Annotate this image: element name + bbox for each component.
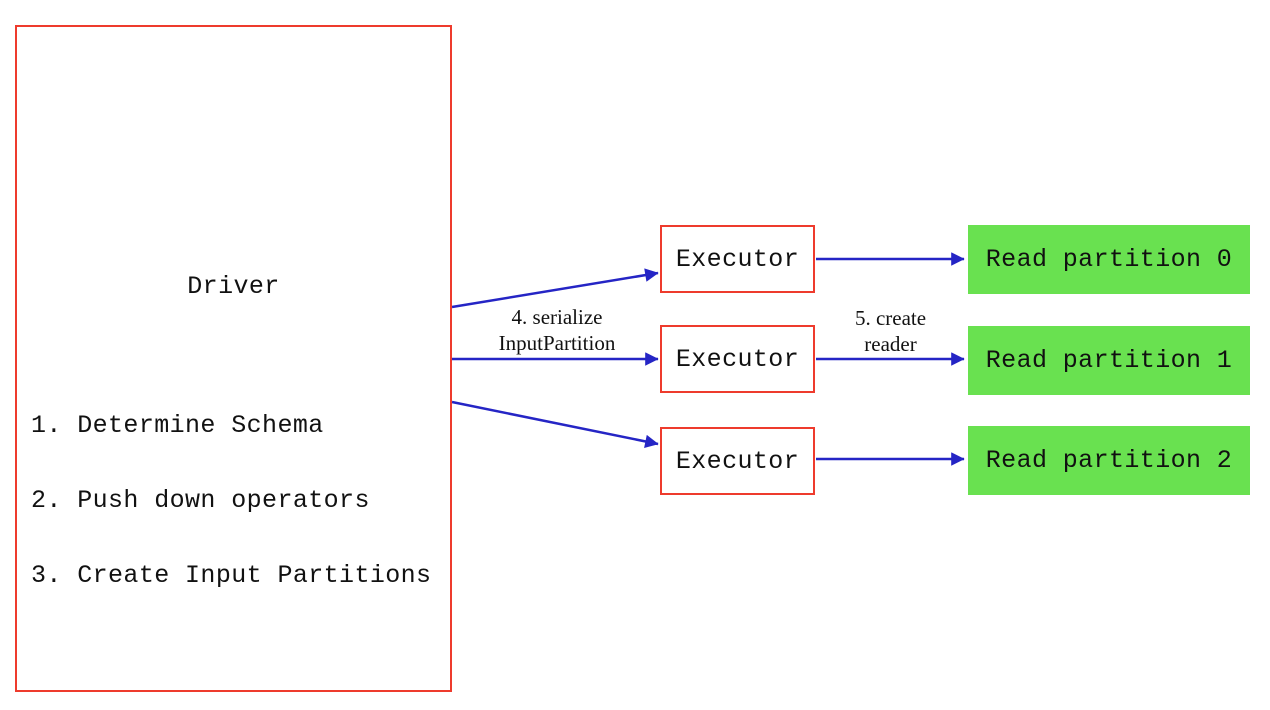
driver-title: Driver [187,272,280,301]
edge-label-serialize-input-partition: 4. serialize InputPartition [450,304,664,356]
partition-label: Read partition 1 [985,346,1233,375]
partition-label: Read partition 0 [985,245,1233,274]
partition-box-1: Read partition 1 [968,326,1250,395]
driver-step-1: 1. Determine Schema [31,411,324,440]
partition-label: Read partition 2 [985,446,1233,475]
driver-step-3: 3. Create Input Partitions [31,561,432,590]
driver-steps: 1. Determine Schema 2. Push down operato… [31,363,431,638]
executor-label: Executor [675,244,800,274]
arrow-driver-to-executor-0 [451,268,659,309]
partition-box-2: Read partition 2 [968,426,1250,495]
arrow-driver-to-executor-2 [451,400,659,449]
executor-label: Executor [675,344,800,374]
partition-box-0: Read partition 0 [968,225,1250,294]
edge-label-line: 5. create [854,306,927,330]
executor-box-1: Executor [660,325,815,393]
executor-label: Executor [675,446,800,476]
edge-label-create-reader: 5. create reader [823,305,958,357]
driver-box: Driver 1. Determine Schema 2. Push down … [15,25,452,692]
edge-label-line: 4. serialize [511,305,603,329]
edge-label-line: InputPartition [498,331,616,355]
executor-box-0: Executor [660,225,815,293]
executor-box-2: Executor [660,427,815,495]
driver-step-2: 2. Push down operators [31,486,370,515]
edge-label-line: reader [864,332,917,356]
